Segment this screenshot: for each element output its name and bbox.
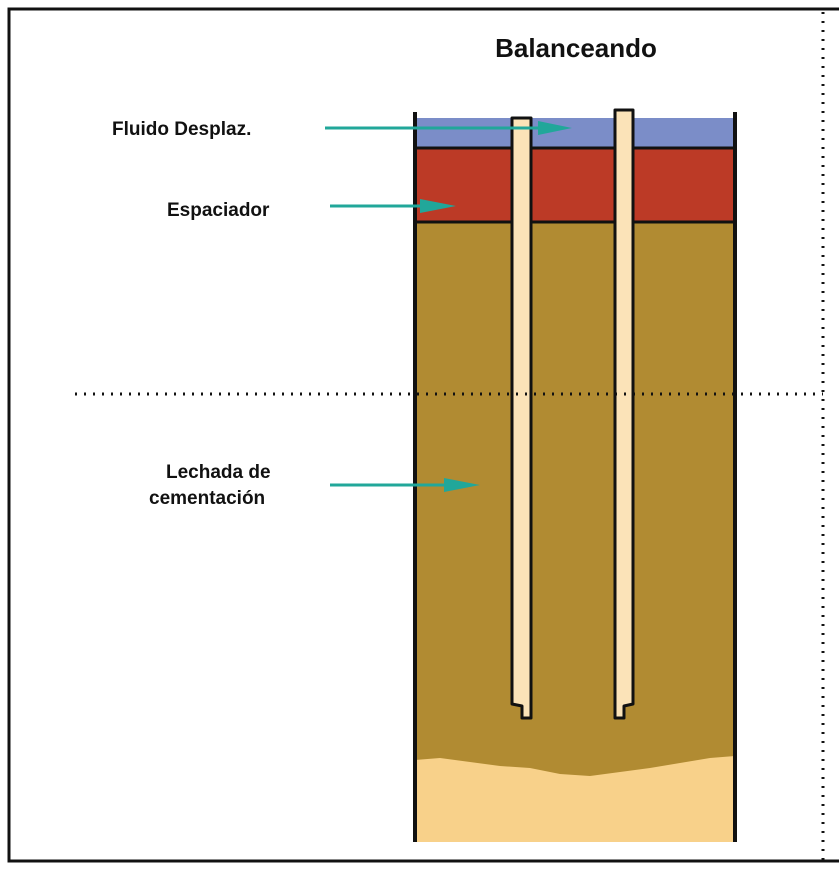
spacer-layer (415, 148, 735, 222)
tubing-left (510, 116, 533, 720)
label-fluido-desplaz: Fluido Desplaz. (112, 119, 251, 140)
label-espaciador: Espaciador (167, 200, 270, 221)
diagram-title: Balanceando (495, 33, 657, 63)
label-lechada-line2: cementación (149, 488, 265, 509)
arrow-espaciador (330, 199, 456, 213)
outer-frame (7, 7, 839, 863)
cement-slurry-layer (415, 222, 735, 842)
settled-cement-layer (415, 756, 735, 842)
arrow-fluido-desplaz (325, 121, 572, 135)
label-lechada-line1: Lechada de (166, 462, 271, 483)
displacement-fluid-layer (415, 118, 735, 148)
tubing-right (613, 108, 635, 720)
arrow-lechada (330, 478, 480, 492)
